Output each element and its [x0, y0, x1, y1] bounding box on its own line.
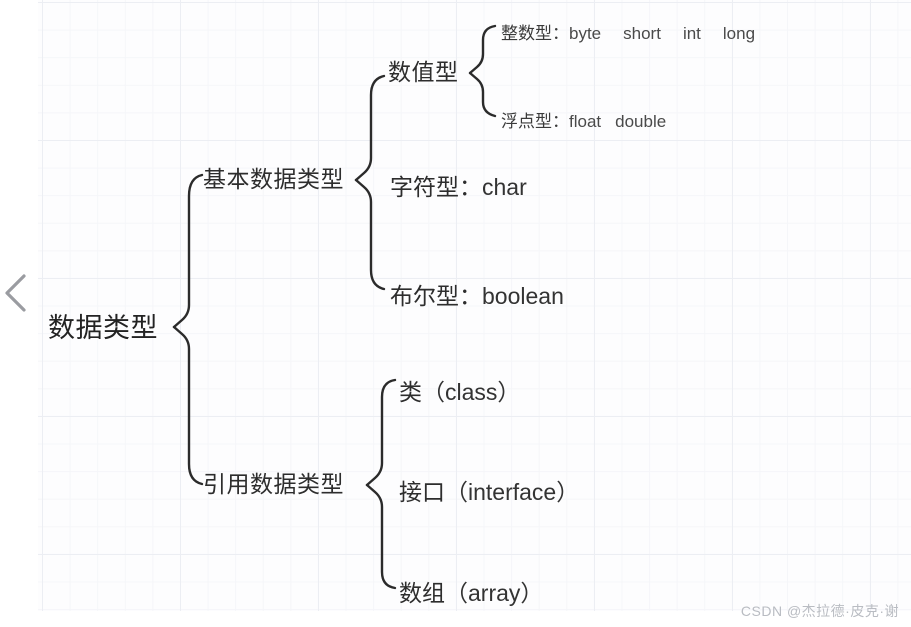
leaf-interface-value: （interface）: [445, 479, 580, 505]
leaf-class-value: （class）: [422, 379, 521, 405]
leaf-integer-byte: byte: [569, 24, 602, 43]
node-reference-data-type[interactable]: 引用数据类型: [203, 471, 344, 497]
watermark-text: CSDN @杰拉德·皮克·谢: [740, 603, 899, 619]
leaf-float-types[interactable]: 浮点型：float double: [501, 107, 666, 132]
leaf-class-label: 类: [399, 379, 422, 405]
leaf-array-value: （array）: [445, 580, 544, 606]
leaf-char-label: 字符型: [390, 174, 459, 200]
node-primitive-data-type[interactable]: 基本数据类型: [203, 166, 344, 192]
leaf-integer-colon: ：: [552, 24, 569, 43]
leaf-array-label: 数组: [399, 580, 445, 606]
leaf-integer-long: long: [722, 24, 756, 43]
leaf-integer-types[interactable]: 整数型：byte short int long: [501, 19, 755, 44]
leaf-char-type[interactable]: 字符型：char: [390, 168, 527, 202]
leaf-boolean-type[interactable]: 布尔型：boolean: [390, 277, 564, 311]
leaf-boolean-value: boolean: [482, 283, 564, 309]
leaf-integer-label: 整数型: [501, 24, 552, 43]
leaf-integer-short: short: [623, 24, 661, 43]
leaf-boolean-label: 布尔型: [390, 283, 459, 309]
leaf-boolean-colon: ：: [459, 283, 482, 309]
leaf-float-double: double: [615, 112, 667, 131]
leaf-float-colon: ：: [552, 112, 569, 131]
leaf-interface-type[interactable]: 接口（interface）: [399, 473, 579, 507]
leaf-float-label: 浮点型: [501, 112, 552, 131]
chevron-left-icon[interactable]: [2, 272, 32, 314]
leaf-integer-int: int: [682, 24, 701, 43]
leaf-float-float: float: [569, 112, 602, 131]
leaf-char-colon: ：: [459, 174, 482, 200]
node-numeric-type[interactable]: 数值型: [388, 59, 459, 85]
node-root-data-type[interactable]: 数据类型: [48, 313, 158, 343]
leaf-array-type[interactable]: 数组（array）: [399, 574, 543, 608]
leaf-class-type[interactable]: 类（class）: [399, 373, 520, 407]
leaf-interface-label: 接口: [399, 479, 445, 505]
leaf-char-value: char: [482, 174, 527, 200]
